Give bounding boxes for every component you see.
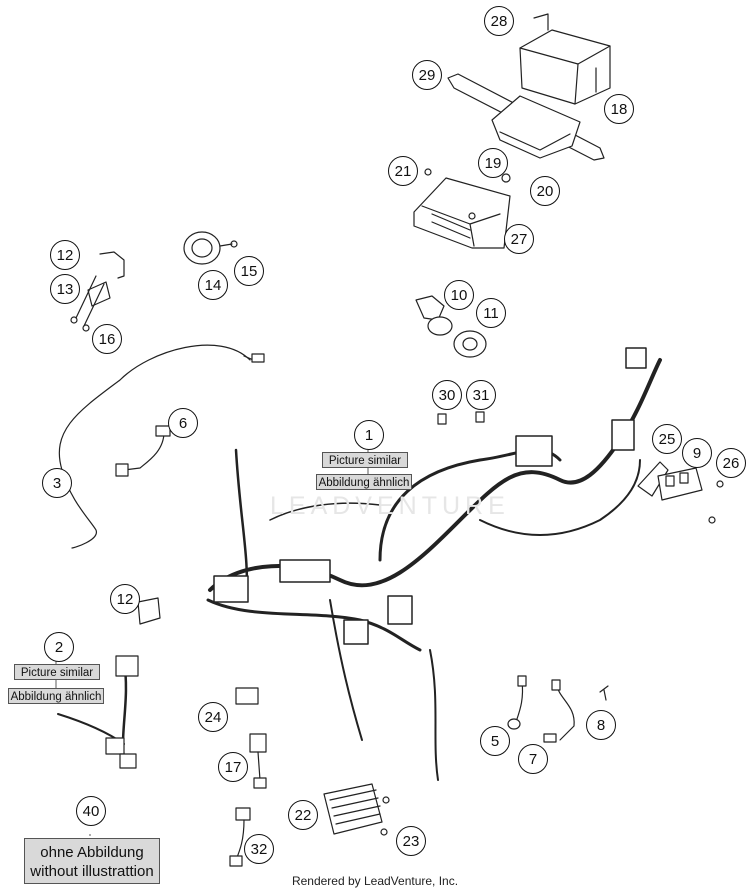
callout-21[interactable]: 21 <box>388 156 418 186</box>
callout-6[interactable]: 6 <box>168 408 198 438</box>
ignition-lock-drawing <box>415 295 487 358</box>
callout-7[interactable]: 7 <box>518 744 548 774</box>
picture-similar-label-2: Picture similar <box>14 664 100 680</box>
callout-12-lower[interactable]: 12 <box>110 584 140 614</box>
callout-9[interactable]: 9 <box>682 438 712 468</box>
abbildung-aehnlich-label-1: Abbildung ähnlich <box>316 474 412 490</box>
callout-28[interactable]: 28 <box>484 6 514 36</box>
callout-17[interactable]: 17 <box>218 752 248 782</box>
harness-2-drawing <box>57 655 139 769</box>
callout-19[interactable]: 19 <box>478 148 508 178</box>
fuse-drawing <box>437 411 485 425</box>
callout-27[interactable]: 27 <box>504 224 534 254</box>
callout-5[interactable]: 5 <box>480 726 510 756</box>
callout-18[interactable]: 18 <box>604 94 634 124</box>
regulator-drawing <box>323 783 390 836</box>
sensor-parts-drawing <box>507 675 609 743</box>
battery-drawing <box>519 13 611 105</box>
callout-12-upper[interactable]: 12 <box>50 240 80 270</box>
without-illustration-note: ohne Abbildung without illustrattion <box>24 838 160 884</box>
cable-3-drawing <box>58 344 265 549</box>
callout-31[interactable]: 31 <box>466 380 496 410</box>
relay-lower-drawing <box>137 597 161 625</box>
ohne-abbildung-text: ohne Abbildung <box>40 844 144 861</box>
callout-3[interactable]: 3 <box>42 468 72 498</box>
watermark: LEADVENTURE <box>270 492 510 520</box>
callout-15[interactable]: 15 <box>234 256 264 286</box>
fuse-box-drawing <box>637 461 724 524</box>
callout-23[interactable]: 23 <box>396 826 426 856</box>
callout-1[interactable]: 1 <box>354 420 384 450</box>
callout-20[interactable]: 20 <box>530 176 560 206</box>
battery-tray-drawing <box>447 73 605 161</box>
horn-drawing <box>183 231 238 265</box>
callout-8[interactable]: 8 <box>586 710 616 740</box>
callout-29[interactable]: 29 <box>412 60 442 90</box>
callout-24[interactable]: 24 <box>198 702 228 732</box>
callout-32[interactable]: 32 <box>244 834 274 864</box>
callout-13[interactable]: 13 <box>50 274 80 304</box>
callout-14[interactable]: 14 <box>198 270 228 300</box>
callout-25[interactable]: 25 <box>652 424 682 454</box>
callout-22[interactable]: 22 <box>288 800 318 830</box>
footer-credit: Rendered by LeadVenture, Inc. <box>291 874 459 888</box>
callout-26[interactable]: 26 <box>716 448 746 478</box>
callout-11[interactable]: 11 <box>476 298 506 328</box>
picture-similar-label-1: Picture similar <box>322 452 408 468</box>
main-harness-drawing <box>206 347 662 781</box>
callout-10[interactable]: 10 <box>444 280 474 310</box>
callout-16[interactable]: 16 <box>92 324 122 354</box>
callout-30[interactable]: 30 <box>432 380 462 410</box>
connector-parts-drawing <box>229 687 267 867</box>
callout-2[interactable]: 2 <box>44 632 74 662</box>
cable-6-drawing <box>115 425 171 477</box>
relay-bracket-drawing <box>70 251 125 332</box>
abbildung-aehnlich-label-2: Abbildung ähnlich <box>8 688 104 704</box>
ecu-holder-drawing <box>413 168 511 249</box>
without-illustration-text: without illustrattion <box>30 863 154 880</box>
callout-40[interactable]: 40 <box>76 796 106 826</box>
